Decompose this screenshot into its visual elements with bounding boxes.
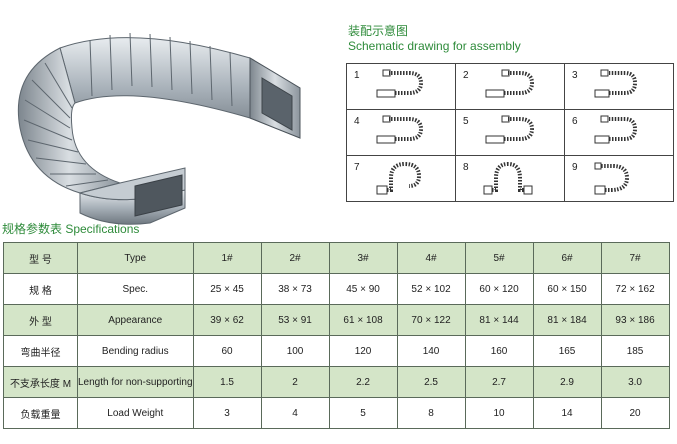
assembly-cell: 1	[346, 63, 456, 110]
spec-value: 81 × 144	[464, 304, 534, 336]
spec-label-en: Bending radius	[77, 335, 194, 367]
spec-value: 2.2	[328, 366, 398, 398]
spec-value: 2	[260, 366, 330, 398]
spec-value: 39 × 62	[192, 304, 262, 336]
assembly-cell: 7	[346, 155, 456, 202]
spec-label-cn: 弯曲半径	[3, 335, 78, 367]
spec-value: 3	[192, 397, 262, 429]
spec-value: 45 × 90	[328, 273, 398, 305]
spec-value: 10	[464, 397, 534, 429]
spec-value: 185	[600, 335, 670, 367]
spec-label-en: Type	[77, 242, 194, 274]
spec-value: 160	[464, 335, 534, 367]
spec-value: 81 × 184	[532, 304, 602, 336]
spec-label-cn: 型 号	[3, 242, 78, 274]
assembly-diagram-icon	[376, 69, 424, 98]
spec-value: 120	[328, 335, 398, 367]
spec-value: 100	[260, 335, 330, 367]
spec-value: 3#	[328, 242, 398, 274]
specifications-title: 规格参数表 Specifications	[2, 222, 140, 236]
assembly-cell-number: 9	[572, 162, 578, 173]
spec-value: 4#	[396, 242, 466, 274]
spec-value: 165	[532, 335, 602, 367]
spec-label-cn: 负载重量	[3, 397, 78, 429]
spec-value: 38 × 73	[260, 273, 330, 305]
spec-value: 2.7	[464, 366, 534, 398]
spec-value: 72 × 162	[600, 273, 670, 305]
assembly-diagram-icon	[376, 161, 422, 195]
assembly-cell-number: 4	[354, 116, 360, 127]
spec-value: 2.9	[532, 366, 602, 398]
spec-value: 20	[600, 397, 670, 429]
spec-value: 7#	[600, 242, 670, 274]
spec-label-cn: 不支承长度 M	[3, 366, 78, 398]
assembly-diagram-icon	[594, 115, 638, 144]
spec-value: 61 × 108	[328, 304, 398, 336]
assembly-diagram-icon	[594, 69, 638, 98]
spec-value: 8	[396, 397, 466, 429]
spec-value: 52 × 102	[396, 273, 466, 305]
spec-value: 5#	[464, 242, 534, 274]
spec-value: 140	[396, 335, 466, 367]
assembly-cell-number: 2	[463, 70, 469, 81]
spec-value: 1.5	[192, 366, 262, 398]
assembly-cell: 5	[455, 109, 565, 156]
assembly-diagram-icon	[485, 69, 535, 98]
spec-value: 60	[192, 335, 262, 367]
spec-value: 1#	[192, 242, 262, 274]
spec-label-en: Appearance	[77, 304, 194, 336]
spec-value: 5	[328, 397, 398, 429]
assembly-cell-number: 1	[354, 70, 360, 81]
product-image	[17, 32, 301, 225]
spec-label-en: Load Weight	[77, 397, 194, 429]
spec-label-en: Length for non-supporting	[77, 366, 194, 398]
assembly-cell-number: 7	[354, 162, 360, 173]
assembly-diagram-icon	[376, 115, 424, 144]
assembly-cell: 6	[564, 109, 674, 156]
assembly-diagram-icon	[485, 115, 535, 144]
assembly-cell-number: 5	[463, 116, 469, 127]
spec-value: 70 × 122	[396, 304, 466, 336]
spec-value: 2#	[260, 242, 330, 274]
spec-value: 93 × 186	[600, 304, 670, 336]
assembly-cell-number: 3	[572, 70, 578, 81]
assembly-grid: 1 2 3 4 5 6 7 8 9	[346, 63, 674, 202]
spec-label-en: Spec.	[77, 273, 194, 305]
spec-value: 53 × 91	[260, 304, 330, 336]
spec-value: 6#	[532, 242, 602, 274]
assembly-title-en: Schematic drawing for assembly	[348, 39, 521, 53]
assembly-diagram-icon	[594, 162, 630, 195]
spec-value: 60 × 120	[464, 273, 534, 305]
spec-value: 2.5	[396, 366, 466, 398]
spec-value: 3.0	[600, 366, 670, 398]
assembly-title-cn: 装配示意图	[348, 24, 409, 38]
spec-value: 25 × 45	[192, 273, 262, 305]
assembly-cell: 4	[346, 109, 456, 156]
assembly-cell-number: 6	[572, 116, 578, 127]
assembly-cell: 2	[455, 63, 565, 110]
spec-label-cn: 外 型	[3, 304, 78, 336]
spec-value: 4	[260, 397, 330, 429]
assembly-diagram-icon	[483, 161, 533, 195]
spec-value: 60 × 150	[532, 273, 602, 305]
assembly-cell: 3	[564, 63, 674, 110]
assembly-cell: 9	[564, 155, 674, 202]
assembly-cell: 8	[455, 155, 565, 202]
spec-value: 14	[532, 397, 602, 429]
assembly-cell-number: 8	[463, 162, 469, 173]
spec-label-cn: 规 格	[3, 273, 78, 305]
